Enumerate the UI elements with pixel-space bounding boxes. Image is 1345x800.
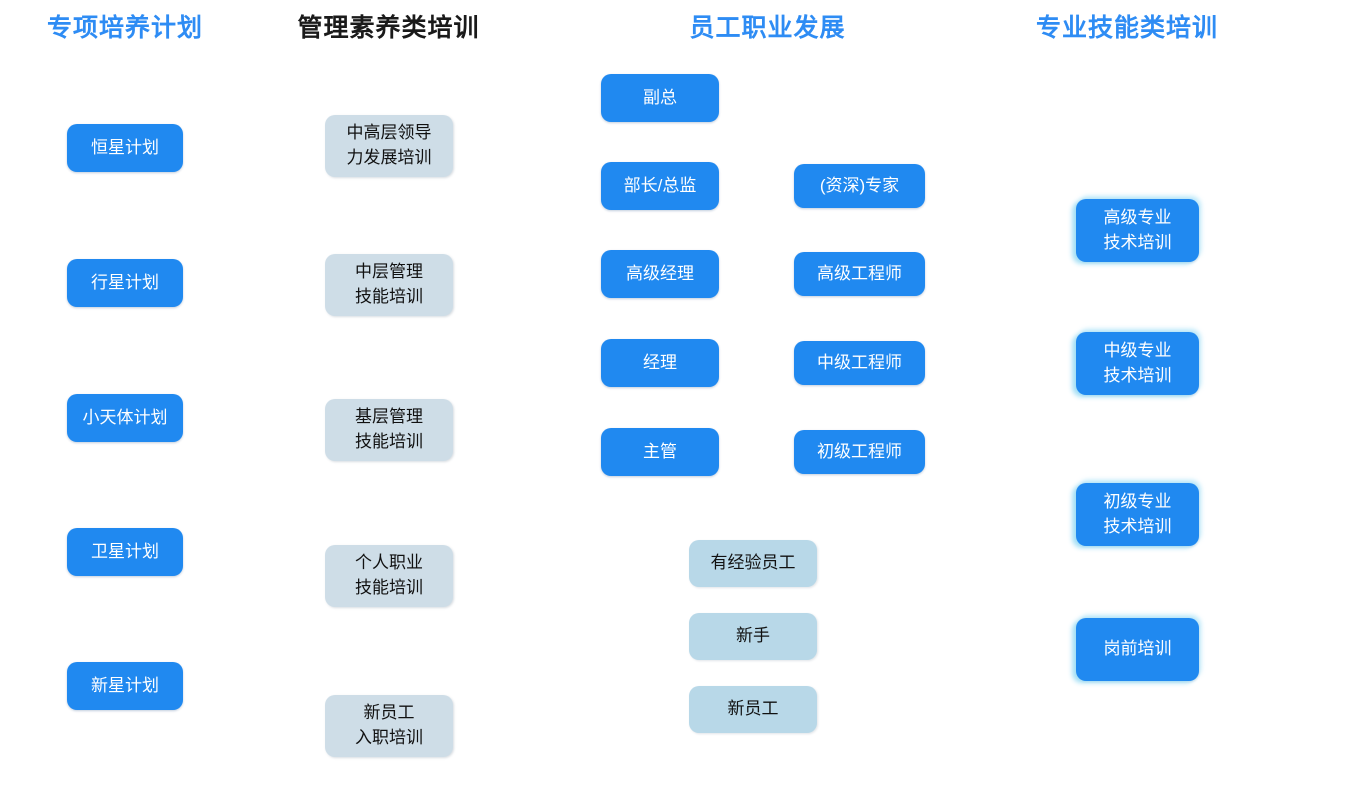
program-box-small-body-plan: 小天体计划 [67,394,183,442]
training-box-grassroots-management: 基层管理 技能培训 [325,399,453,461]
position-box-intermediate-engineer: 中级工程师 [794,341,925,385]
training-box-senior-leadership: 中高层领导 力发展培训 [325,115,453,177]
position-box-manager: 经理 [601,339,719,387]
position-box-vice-president: 副总 [601,74,719,122]
position-box-senior-expert: (资深)专家 [794,164,925,208]
column-header-career-development: 员工职业发展 [689,14,846,42]
program-box-planet-plan: 行星计划 [67,259,183,307]
position-box-minister-director: 部长/总监 [601,162,719,210]
program-box-star-plan: 恒星计划 [67,124,183,172]
column-header-professional-skills-training: 专业技能类培训 [1035,14,1218,42]
skill-box-intermediate-technical-training: 中级专业 技术培训 [1076,332,1199,395]
skill-box-pre-job-training: 岗前培训 [1076,618,1199,681]
column-header-management-training: 管理素养类培训 [297,14,480,42]
position-box-junior-engineer: 初级工程师 [794,430,925,474]
level-box-novice: 新手 [689,613,817,660]
position-box-senior-manager: 高级经理 [601,250,719,298]
level-box-experienced-employee: 有经验员工 [689,540,817,587]
program-box-nova-plan: 新星计划 [67,662,183,710]
program-box-satellite-plan: 卫星计划 [67,528,183,576]
position-box-senior-engineer: 高级工程师 [794,252,925,296]
training-box-middle-management: 中层管理 技能培训 [325,254,453,316]
skill-box-senior-technical-training: 高级专业 技术培训 [1076,199,1199,262]
training-box-personal-career-skills: 个人职业 技能培训 [325,545,453,607]
level-box-new-employee: 新员工 [689,686,817,733]
column-header-special-training-programs: 专项培养计划 [46,14,203,42]
position-box-supervisor: 主管 [601,428,719,476]
skill-box-junior-technical-training: 初级专业 技术培训 [1076,483,1199,546]
training-box-new-employee-onboarding: 新员工 入职培训 [325,695,453,757]
